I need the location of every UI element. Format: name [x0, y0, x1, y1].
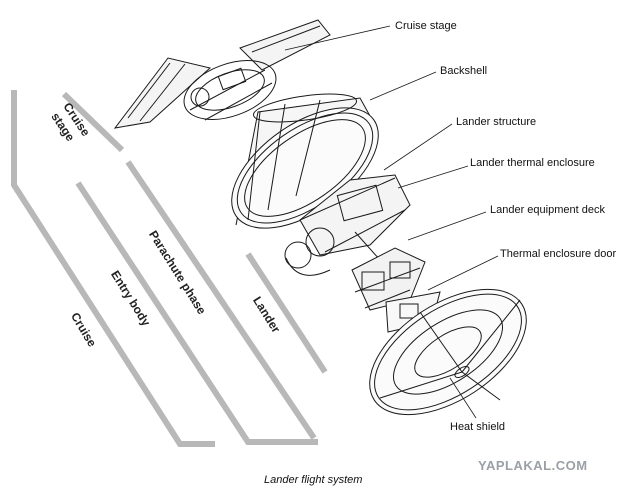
leader-cruise-stage [284, 25, 391, 51]
figure-caption: Lander flight system [264, 474, 363, 486]
entry-body-bracket [75, 181, 318, 445]
watermark: YAPLAKAL.COM [478, 458, 588, 473]
label-cruise-stage: Cruise stage [395, 20, 457, 32]
label-backshell: Backshell [440, 65, 488, 77]
heat-shield-drawing [369, 288, 527, 416]
leader-heat-shield [449, 377, 477, 419]
lander-bracket [245, 252, 328, 374]
equipment-deck-drawing [351, 247, 426, 311]
label-thermal-enclosure-door: Thermal enclosure door [500, 248, 617, 260]
leader-backshell [369, 71, 437, 101]
backshell-drawing [231, 93, 379, 229]
leader-thermal-enclosure [397, 165, 469, 189]
cruise-stage-drawing [113, 19, 331, 129]
leader-equipment-deck [407, 211, 487, 241]
leader-lines [284, 25, 499, 419]
lander-structure-drawing [284, 174, 411, 276]
label-lander-equipment-deck: Lander equipment deck [490, 204, 605, 216]
label-heat-shield: Heat shield [450, 421, 506, 433]
label-lander-structure: Lander structure [456, 116, 537, 128]
parachute-phase-bracket [125, 160, 317, 440]
leader-lander-structure [383, 123, 453, 171]
cruise-stage-bracket [61, 91, 125, 153]
label-lander-thermal-enclosure: Lander thermal enclosure [470, 157, 595, 169]
cruise-bracket [11, 90, 215, 447]
leader-thermal-door [427, 255, 499, 291]
